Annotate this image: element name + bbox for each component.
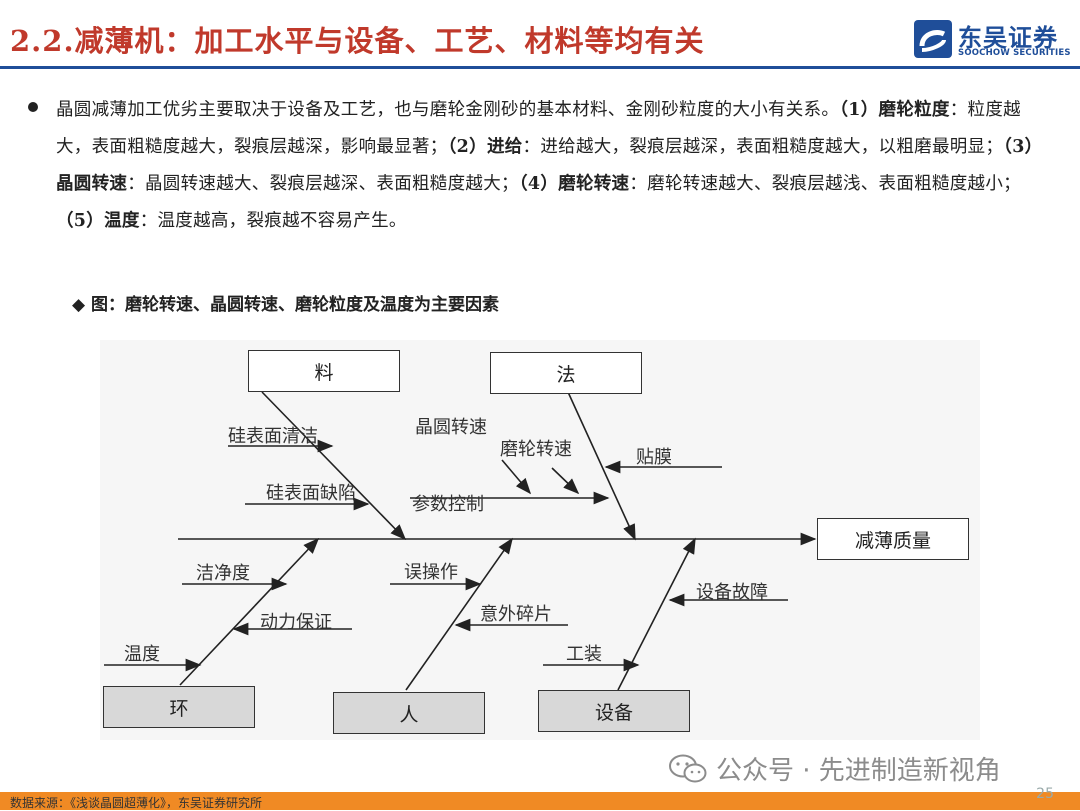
cause-box-equipment: 设备 bbox=[538, 690, 690, 732]
label-cleanliness: 洁净度 bbox=[196, 563, 250, 584]
label-wheel-speed: 磨轮转速 bbox=[500, 439, 572, 460]
source-note: 数据来源：《浅谈晶圆超薄化》，东吴证券研究所 bbox=[10, 796, 263, 810]
point-1-key: 磨轮粒度 bbox=[878, 100, 950, 120]
figure-title: ◆ 图：磨轮转速、晶圆转速、磨轮粒度及温度为主要因素 bbox=[72, 295, 499, 315]
logo-english-name: SOOCHOW SECURITIES bbox=[958, 48, 1071, 58]
label-fault: 设备故障 bbox=[696, 582, 768, 603]
label-misoperation: 误操作 bbox=[404, 562, 458, 583]
label-fixture: 工装 bbox=[566, 644, 602, 665]
point-2-key: 进给 bbox=[486, 137, 523, 157]
header-divider bbox=[0, 66, 1080, 69]
label-wafer-speed: 晶圆转速 bbox=[415, 417, 487, 438]
cause-box-method: 法 bbox=[490, 352, 642, 394]
body-paragraph: 晶圆减薄加工优劣主要取决于设备及工艺，也与磨轮金刚砂的基本材料、金刚砂粒度的大小… bbox=[56, 92, 1054, 240]
point-1-number: （1） bbox=[839, 100, 879, 120]
cause-box-people: 人 bbox=[333, 692, 485, 734]
wechat-watermark: 公众号 · 先进制造新视角 bbox=[668, 750, 1001, 787]
point-4-text: ：磨轮转速越大、裂痕层越浅、表面粗糙度越小； bbox=[629, 174, 1021, 194]
label-params: 参数控制 bbox=[412, 494, 484, 515]
point-5-key: 温度 bbox=[104, 211, 140, 231]
point-3-number: （3） bbox=[1003, 137, 1043, 157]
point-2-text: ：进给越大，裂痕层越深，表面粗糙度越大，以粗磨最明显； bbox=[522, 137, 1004, 157]
logo-chinese-name: 东吴证券 bbox=[958, 24, 1058, 52]
intro-text: 晶圆减薄加工优劣主要取决于设备及工艺，也与磨轮金刚砂的基本材料、金刚砂粒度的大小… bbox=[56, 100, 840, 120]
point-3-text: ：晶圆转速越大、裂痕层越深、表面粗糙度越大； bbox=[127, 174, 519, 194]
label-film: 贴膜 bbox=[636, 447, 672, 468]
point-3-key: 晶圆转速 bbox=[56, 174, 128, 194]
point-2-number: （2） bbox=[447, 137, 487, 157]
page-number: 25 bbox=[1036, 786, 1054, 802]
point-4-number: （4） bbox=[518, 174, 559, 194]
point-5-number: （5） bbox=[56, 211, 105, 231]
effect-box-result: 减薄质量 bbox=[817, 518, 969, 560]
label-fragment: 意外碎片 bbox=[480, 604, 552, 625]
cause-box-environment: 环 bbox=[103, 686, 255, 728]
label-si-clean: 硅表面清洁 bbox=[228, 426, 318, 447]
point-1-text: ：粒度越大，表面粗糙度越大，裂痕层越深，影响最显著； bbox=[56, 100, 1021, 157]
label-temperature: 温度 bbox=[124, 644, 160, 665]
soochow-logo: 东吴证券 SOOCHOW SECURITIES bbox=[914, 16, 1074, 62]
bullet-dot-icon bbox=[28, 102, 38, 112]
label-si-defect: 硅表面缺陷 bbox=[266, 483, 356, 504]
wechat-icon bbox=[669, 754, 707, 782]
footer-bar bbox=[0, 792, 1080, 810]
fishbone-lines bbox=[104, 391, 817, 691]
cause-box-material: 料 bbox=[248, 350, 400, 392]
soochow-logo-icon bbox=[914, 20, 952, 58]
point-5-text: ：温度越高，裂痕越不容易产生。 bbox=[139, 211, 407, 231]
label-power: 动力保证 bbox=[260, 612, 332, 633]
watermark-text: 公众号 · 先进制造新视角 bbox=[716, 756, 1001, 786]
point-4-key: 磨轮转速 bbox=[558, 174, 630, 194]
page-title: 2.2.减薄机：加工水平与设备、工艺、材料等均有关 bbox=[10, 24, 705, 58]
fishbone-diagram: 料 法 减薄质量 环 人 设备 硅表面清洁 硅表面缺陷 晶圆转速 磨轮转速 贴膜… bbox=[100, 340, 980, 740]
